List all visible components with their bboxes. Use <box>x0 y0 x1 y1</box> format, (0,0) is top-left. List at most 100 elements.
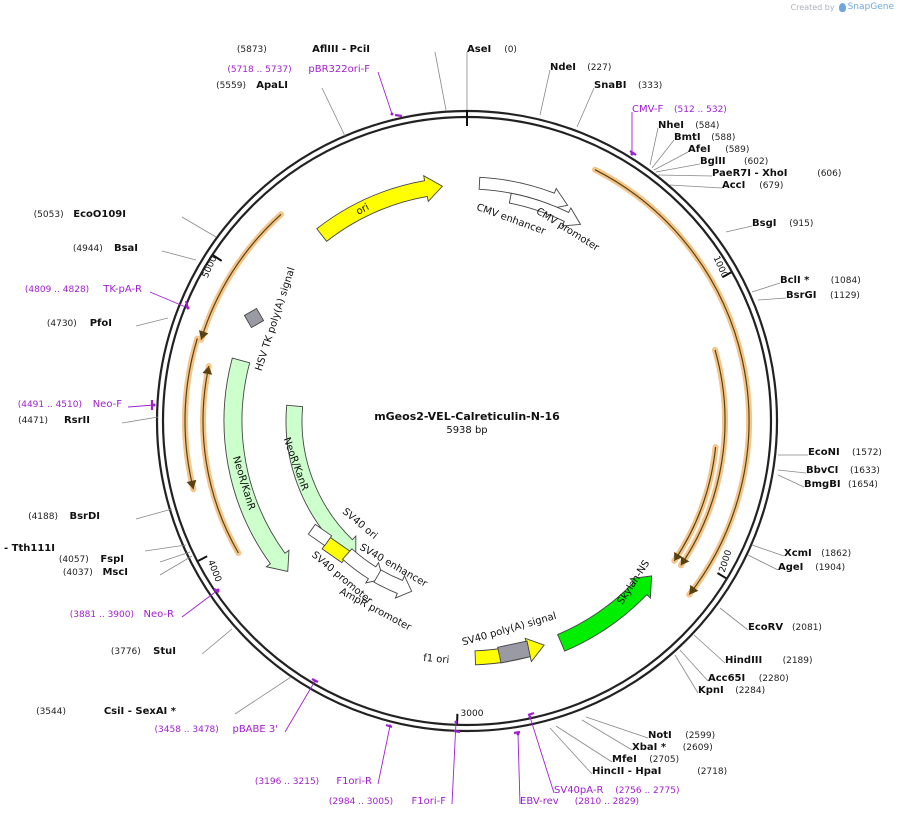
site-position: (588) <box>711 133 735 143</box>
site-position: (1862) <box>821 549 851 559</box>
primer-tick <box>394 113 403 118</box>
primer-binding-mark <box>152 403 156 407</box>
orf-inner-right-a-line <box>680 349 726 566</box>
ruler-tick <box>197 555 208 562</box>
site-name: StuI <box>153 646 176 657</box>
site-leader <box>653 151 689 171</box>
site-name: BmtI <box>674 132 701 143</box>
feature-skylan-ns <box>557 575 653 652</box>
site-position: (4057) <box>59 555 89 565</box>
site-name: NdeI <box>550 62 576 73</box>
site-name: BsaI <box>114 243 138 254</box>
site-name: AgeI <box>778 562 803 573</box>
site-name: NotI <box>648 730 672 741</box>
site-leader <box>777 474 805 488</box>
ruler-tick-label: 3000 <box>461 709 484 719</box>
site-name: KpnI <box>698 685 724 696</box>
primer-leader <box>127 404 155 408</box>
primer-tick <box>527 711 535 717</box>
site-leader <box>657 174 713 177</box>
site-position: (589) <box>725 145 749 155</box>
feature-label-ori: ori <box>354 202 371 218</box>
site-leader <box>751 544 785 557</box>
site-name: XcmI <box>784 548 812 559</box>
orf-outer-left-a-arrowhead <box>186 479 197 490</box>
orf-arcs <box>182 166 752 598</box>
site-position: (0) <box>504 45 517 55</box>
plasmid-name: mGeos2-VEL-Calreticulin-N-16 <box>374 410 560 423</box>
site-name: Acc65I <box>708 673 745 684</box>
site-leader <box>777 469 807 474</box>
site-name: EcoO109I <box>73 209 126 220</box>
site-position: (2189) <box>783 656 813 666</box>
site-name: XbaI * <box>632 742 667 753</box>
site-position: (2284) <box>735 686 765 696</box>
site-position: (5053) <box>34 210 64 220</box>
site-position: (584) <box>695 121 719 131</box>
site-position: (1572) <box>852 448 882 458</box>
site-name: PfoI <box>90 318 112 329</box>
primer-name: Neo-R <box>144 609 175 620</box>
site-leader <box>719 607 749 631</box>
site-position: (2280) <box>759 674 789 684</box>
site-position: (333) <box>638 81 662 91</box>
site-leader <box>693 634 726 664</box>
snapgene-logo-icon <box>838 2 846 12</box>
primer-name: TK-pA-R <box>102 284 142 295</box>
primer-tick <box>213 588 220 593</box>
orf-inner-left-arrowhead <box>202 366 213 375</box>
site-position: (1129) <box>830 291 860 301</box>
primer-position: (3458 .. 3478) <box>155 725 219 735</box>
site-name: BmgBI <box>804 479 841 490</box>
site-position: (915) <box>789 219 813 229</box>
primer-name: Neo-F <box>93 399 123 410</box>
snapgene-credit: Created by SnapGene <box>791 2 894 12</box>
primer-position: (5718 .. 5737) <box>227 65 291 75</box>
site-leader <box>747 554 779 571</box>
site-leader <box>159 555 193 576</box>
primer-position: (2984 .. 3005) <box>329 797 393 807</box>
site-position: (606) <box>817 169 841 179</box>
primer-name: pBABE 3' <box>232 724 278 735</box>
site-position: (1654) <box>848 480 878 490</box>
primer-name: F1ori-F <box>412 796 447 807</box>
plasmid-size: 5938 bp <box>446 425 487 436</box>
site-name: BglII <box>700 156 726 167</box>
site-leader <box>751 282 781 293</box>
site-leader <box>135 508 173 520</box>
primer-binding-mark <box>390 112 394 116</box>
site-position: (679) <box>759 181 783 191</box>
primer-position: (2810 .. 2829) <box>575 797 639 807</box>
primer-leader <box>377 725 391 785</box>
primer-tick <box>453 729 461 734</box>
center-labels: mGeos2-VEL-Calreticulin-N-16 5938 bp <box>374 410 560 436</box>
primer-binding-sites: pBR322ori-F(5718 .. 5737)CMV-F(512 .. 53… <box>18 64 727 807</box>
site-leader <box>234 676 292 715</box>
primer-position: (3881 .. 3900) <box>70 610 134 620</box>
site-name: BsgI <box>752 218 776 229</box>
site-leader <box>651 139 675 169</box>
primer-leader <box>181 589 219 618</box>
primer-leader <box>377 71 393 115</box>
site-name: PflFI - Tth111I <box>0 543 55 554</box>
site-leader <box>161 250 197 261</box>
feature-sv40-enhancer <box>307 523 333 547</box>
primer-name: pBR322ori-F <box>308 64 370 75</box>
primer-leader <box>284 680 316 733</box>
site-name: AfeI <box>688 144 711 155</box>
site-leader <box>581 719 633 751</box>
site-leader <box>121 416 159 424</box>
site-leader <box>649 127 659 166</box>
site-leader <box>321 87 346 137</box>
ruler-tick <box>721 271 732 279</box>
site-name: CsiI - SexAI * <box>104 706 177 717</box>
site-name: BsrDI <box>69 511 100 522</box>
primer-tick <box>311 678 319 683</box>
site-leader <box>181 216 217 238</box>
site-name: HindIII <box>725 655 762 666</box>
feature-label-f1-ori: f1 ori <box>423 653 450 666</box>
orf-inner-right-b-line <box>673 447 717 562</box>
site-name: AccI <box>722 180 745 191</box>
site-leader <box>159 551 191 563</box>
primer-name: EBV-rev <box>520 796 559 807</box>
